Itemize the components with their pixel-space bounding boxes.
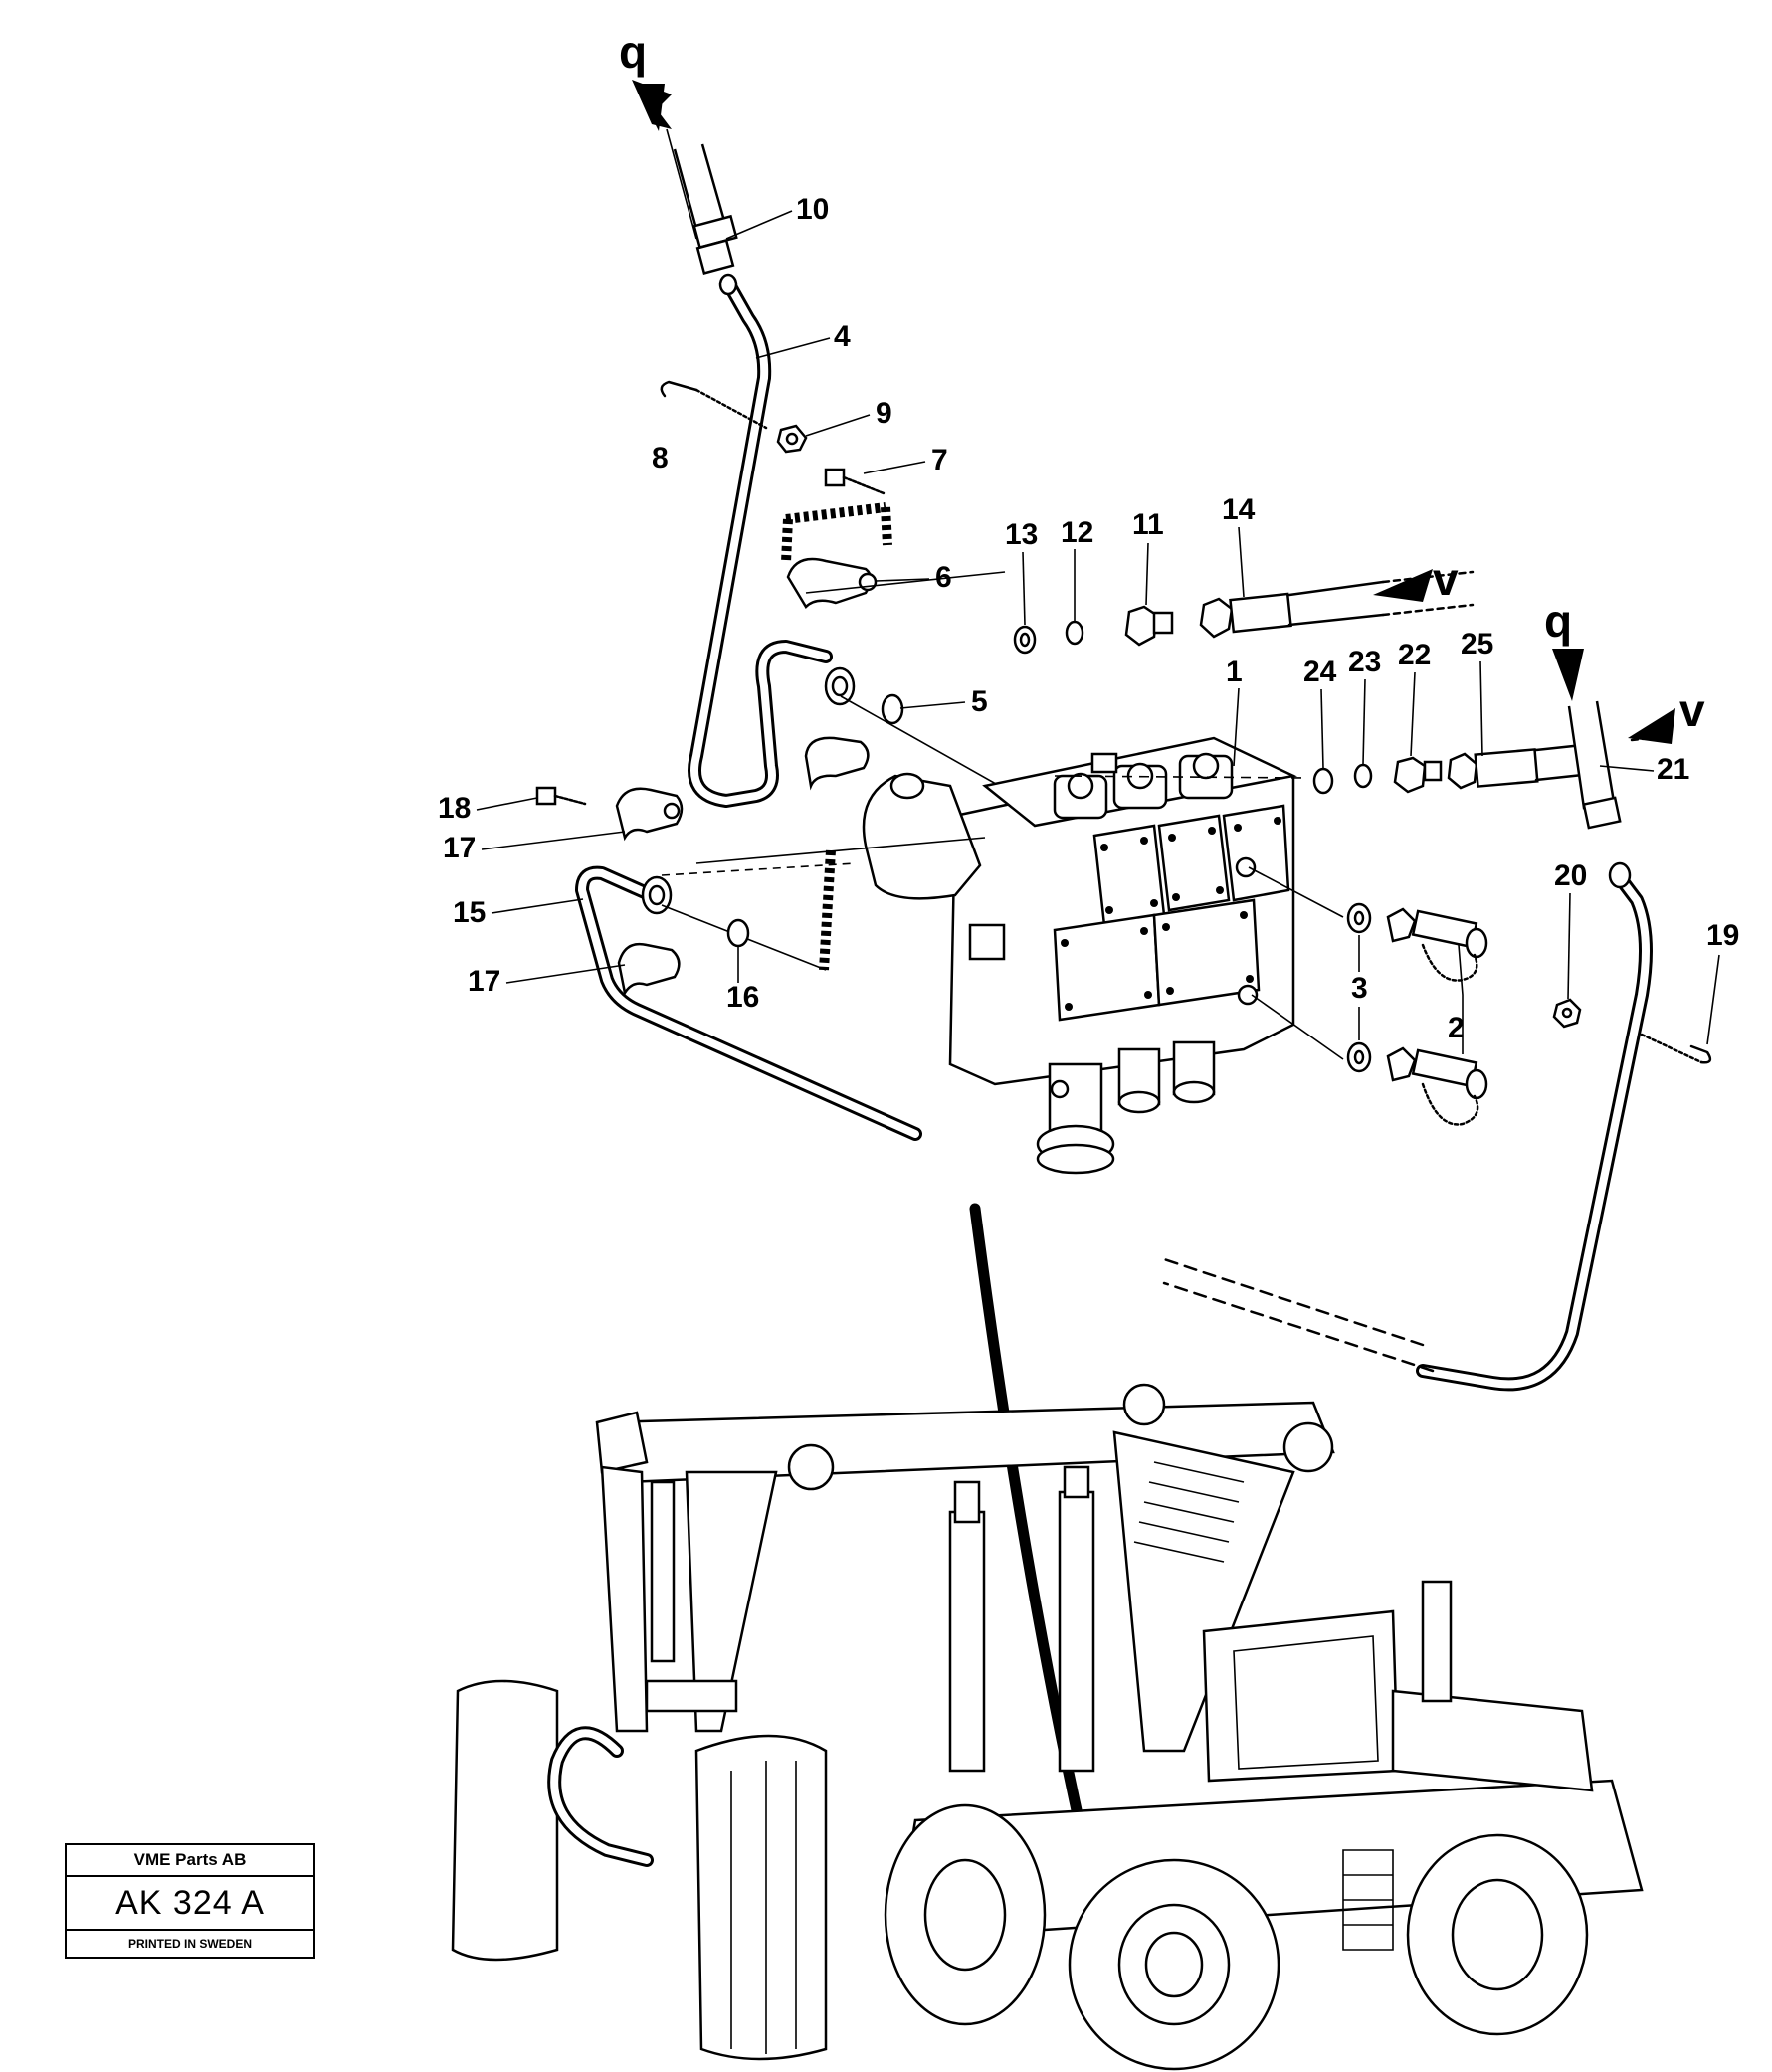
callout-label-14: 14 [1222, 493, 1256, 526]
flow-marker-v-top: v [1373, 553, 1459, 605]
washer-3-upper [1346, 902, 1372, 934]
callout-label-20: 20 [1554, 859, 1587, 892]
hose-14 [1199, 570, 1475, 639]
clamp-17-lower [617, 942, 681, 997]
coupling-2-upper [1386, 907, 1488, 982]
callout-17-lower: 17 [468, 964, 626, 998]
fitting-22 [1393, 756, 1443, 794]
washer-3-lower [1346, 1041, 1372, 1073]
callout-label-3: 3 [1351, 972, 1368, 1005]
flow-marker-v-right: v [1628, 684, 1705, 744]
callout-24: 24 [1303, 656, 1337, 769]
stamp-printed: PRINTED IN SWEDEN [127, 1937, 252, 1951]
callout-1: 1 [1226, 656, 1243, 767]
washer-23 [1353, 763, 1373, 789]
callout-label-24: 24 [1303, 656, 1337, 688]
stamp-company: VME Parts AB [67, 1845, 313, 1877]
callout-16: 16 [726, 947, 759, 1014]
callout-label-25: 25 [1461, 628, 1493, 660]
callout-15: 15 [453, 896, 584, 929]
callout-10: 10 [725, 193, 829, 240]
callout-18: 18 [438, 792, 538, 825]
log-loader-machine [451, 1383, 1644, 2071]
callout-label-21: 21 [1657, 753, 1689, 786]
callout-11: 11 [1132, 508, 1164, 606]
coupling-2-lower [1386, 1046, 1488, 1126]
clamp-6 [781, 502, 892, 610]
seal-16 [726, 918, 750, 948]
callout-2: 2 [1448, 944, 1465, 1054]
screw-7 [824, 468, 886, 495]
callout-7: 7 [863, 444, 948, 476]
flow-marker-q-top: q [619, 26, 672, 131]
return-pipe-right [1162, 861, 1653, 1392]
callout-label-8: 8 [652, 442, 669, 474]
stamp-code: AK 324 A [67, 1877, 313, 1931]
pipe-4 [688, 273, 833, 808]
screw-18 [535, 786, 587, 806]
callout-12: 12 [1061, 516, 1093, 621]
callout-label-18: 18 [438, 792, 471, 825]
callout-3: 3 [1351, 935, 1368, 1040]
callout-label-19: 19 [1706, 919, 1739, 952]
title-block: VME Parts AB AK 324 A PRINTED IN SWEDEN [65, 1843, 315, 1959]
callout-23: 23 [1348, 646, 1381, 765]
fitting-11 [1124, 605, 1174, 647]
callout-25: 25 [1461, 628, 1493, 757]
flow-label-v-2: v [1679, 684, 1705, 736]
callout-label-13: 13 [1005, 518, 1038, 551]
callout-label-12: 12 [1061, 516, 1093, 549]
nut-20 [1552, 998, 1582, 1029]
callout-17-upper: 17 [443, 831, 626, 864]
callout-5: 5 [899, 685, 988, 718]
callout-label-16: 16 [726, 981, 759, 1014]
callout-14: 14 [1222, 493, 1256, 598]
washer-12 [1065, 620, 1084, 646]
callout-label-2: 2 [1448, 1012, 1465, 1044]
flow-marker-q-right: q [1544, 595, 1584, 701]
hose-to-machine [969, 1203, 1100, 1896]
dashed-clamp-15 [819, 849, 836, 971]
callout-8: 8 [652, 442, 669, 474]
callout-22: 22 [1398, 639, 1431, 757]
callout-label-6: 6 [935, 561, 952, 594]
callout-21: 21 [1599, 753, 1689, 786]
callout-label-17b: 17 [468, 965, 500, 998]
callout-label-15: 15 [453, 896, 486, 929]
flow-label-v-1: v [1433, 553, 1459, 605]
callout-label-17a: 17 [443, 832, 476, 864]
callout-label-10: 10 [796, 193, 829, 226]
callout-4: 4 [755, 320, 851, 359]
callout-label-9: 9 [876, 397, 892, 430]
washer-24 [1312, 767, 1334, 795]
callout-label-22: 22 [1398, 639, 1431, 671]
bolt-8 [660, 380, 768, 430]
callout-label-5: 5 [971, 685, 988, 718]
clamp-17-upper [615, 787, 684, 842]
callout-label-4: 4 [834, 320, 851, 353]
flow-label-q-1: q [619, 26, 647, 78]
seal-5 [805, 571, 1036, 807]
pipe-21 [1567, 700, 1622, 830]
callout-13: 13 [1005, 518, 1038, 626]
bolt-19 [1640, 1033, 1712, 1064]
nut-9 [776, 424, 808, 454]
clamp-half-5 [804, 736, 870, 791]
washer-13 [1013, 625, 1037, 655]
callout-label-11: 11 [1132, 508, 1164, 541]
flow-label-q-2: q [1544, 595, 1572, 647]
hose-10 [666, 128, 738, 275]
callout-label-23: 23 [1348, 646, 1381, 678]
control-valve-1 [695, 736, 1344, 1175]
callout-20: 20 [1554, 859, 1587, 1000]
callout-label-7: 7 [931, 444, 948, 476]
callout-9: 9 [805, 397, 892, 437]
callout-label-1: 1 [1226, 656, 1243, 688]
callout-19: 19 [1706, 919, 1739, 1045]
callout-6: 6 [875, 561, 952, 594]
